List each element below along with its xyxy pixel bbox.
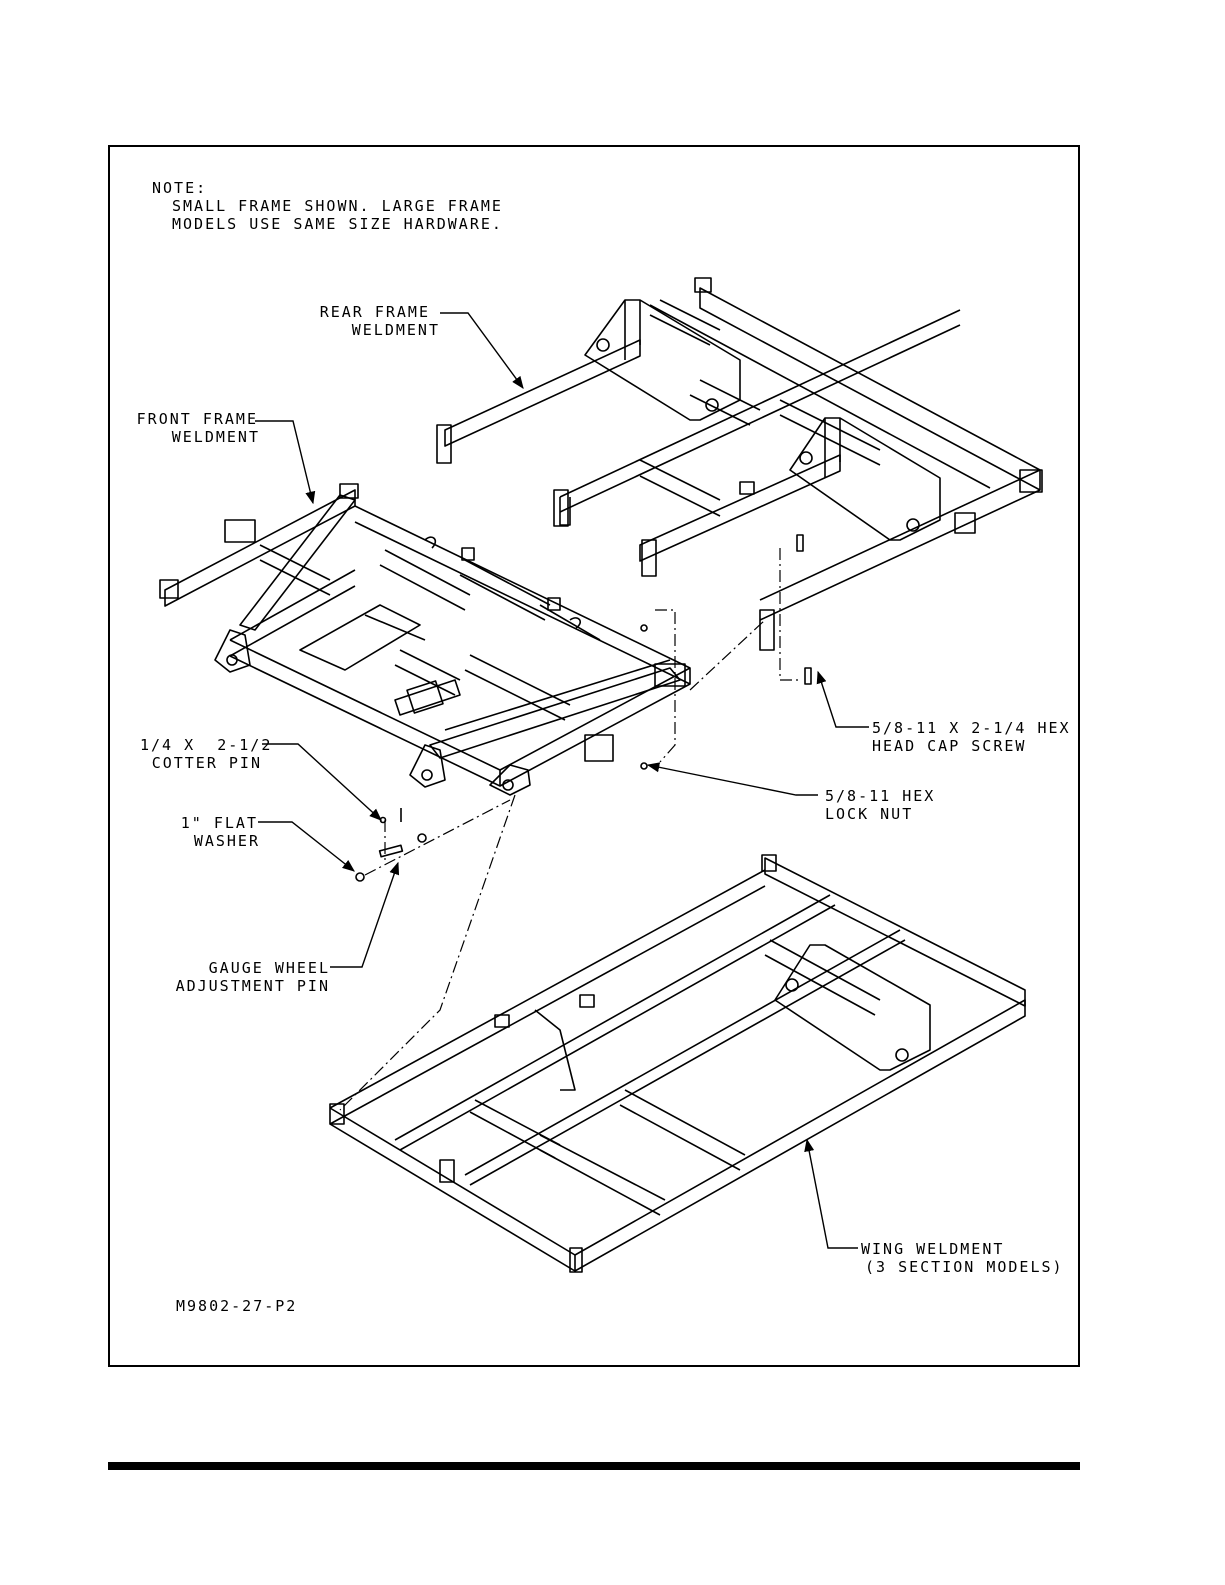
note-heading: NOTE: [152,180,207,197]
callout-cotter-pin-line1: 1/4 X 2-1/2 [140,737,272,754]
callout-lock-nut-line2: LOCK NUT [825,806,913,823]
callout-wing-line1: WING WELDMENT [861,1241,1004,1258]
hardware-parts [356,535,811,881]
flat-washer-part [418,834,426,842]
callout-gauge-wheel-pin-line1: GAUGE WHEEL [180,960,330,977]
callout-wing-line2: (3 SECTION MODELS) [865,1259,1064,1276]
gauge-wheel-pin-part [380,845,403,856]
callout-flat-washer-line1: 1" FLAT [150,815,258,832]
callout-gauge-wheel-pin-line2: ADJUSTMENT PIN [170,978,330,995]
callout-cotter-pin-line2: COTTER PIN [130,755,262,772]
hex-screw-bottom [805,668,811,684]
leader-lines [255,313,869,1248]
callout-front-frame-line1: FRONT FRAME [110,411,258,428]
bottom-rule [108,1462,1080,1470]
callout-hex-screw-line2: HEAD CAP SCREW [872,738,1026,755]
wing-weldment [330,855,1025,1272]
drawing-number: M9802-27-P2 [176,1298,297,1315]
note-line-1: SMALL FRAME SHOWN. LARGE FRAME [172,198,503,215]
callout-hex-screw-line1: 5/8-11 X 2-1/4 HEX [872,720,1071,737]
callout-rear-frame-line2: WELDMENT [290,322,440,339]
callout-rear-frame-line1: REAR FRAME [290,304,430,321]
callout-front-frame-line2: WELDMENT [110,429,260,446]
callout-flat-washer-line2: WASHER [150,833,260,850]
note-line-2: MODELS USE SAME SIZE HARDWARE. [172,216,503,233]
lock-nut-bottom [641,763,647,769]
hex-screw-top [797,535,803,551]
rear-frame-weldment [437,278,1042,650]
callout-lock-nut-line1: 5/8-11 HEX [825,788,935,805]
lock-nut-top [641,625,647,631]
